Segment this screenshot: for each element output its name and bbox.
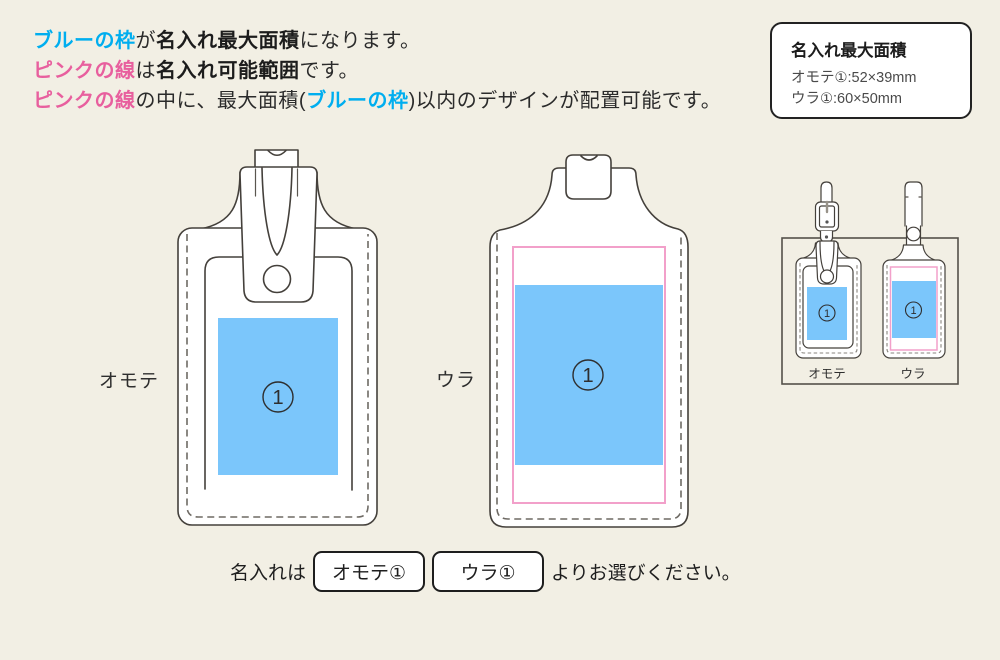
- mini-back-print-range: [889, 266, 938, 351]
- blue-frame-term: ブルーの枠: [306, 90, 409, 112]
- choice-row: 名入れは オモテ① ウラ① よりお選びください。: [230, 551, 741, 592]
- front-choice-button[interactable]: オモテ①: [313, 551, 426, 592]
- mini-front-strap: [820, 181, 833, 203]
- back-print-area: [515, 285, 663, 465]
- info-box-front-size: オモテ①:52×39mm: [791, 70, 917, 86]
- front-tag-diagram: 1: [177, 149, 378, 526]
- back-strap-notch: [580, 155, 598, 161]
- intro-line-3: ピンクの線の中に、最大面積(ブルーの枠)以内のデザインが配置可能です。: [33, 90, 722, 112]
- mini-front-area-marker: 1: [818, 304, 836, 322]
- front-strap-notch: [267, 149, 287, 157]
- thumbnail-back: 1: [882, 181, 946, 359]
- choice-suffix: よりお選びください。: [551, 563, 741, 584]
- thumbnail-front: 1: [795, 181, 862, 359]
- front-snap-button: [262, 264, 292, 294]
- mini-back-print-area: [892, 281, 936, 338]
- back-print-range: [512, 246, 666, 504]
- front-strap-keeper: [239, 166, 318, 303]
- intro-line-1: ブルーの枠が名入れ最大面積になります。: [33, 30, 421, 52]
- max-area-info-box: 名入れ最大面積 オモテ①:52×39mm ウラ①:60×50mm: [770, 22, 972, 119]
- thumbnails-border: [781, 237, 959, 385]
- thumbnails-panel: 1 1: [781, 181, 959, 385]
- front-strap-end: [261, 167, 293, 256]
- mini-back-snap: [906, 226, 921, 242]
- pink-line-term: ピンクの線: [33, 90, 136, 112]
- thumbnail-front-label: オモテ: [808, 367, 846, 381]
- info-box-back-size: ウラ①:60×50mm: [791, 91, 902, 107]
- choice-prefix: 名入れは: [230, 563, 307, 584]
- mini-front-print-area: [807, 287, 847, 340]
- svg-text:1: 1: [272, 387, 283, 409]
- mini-front-snap: [819, 269, 835, 284]
- back-choice-button[interactable]: ウラ①: [432, 551, 545, 592]
- svg-text:1: 1: [582, 365, 593, 387]
- back-tag-diagram: 1: [489, 154, 689, 528]
- pink-line-term: ピンクの線: [33, 60, 136, 82]
- thumbnail-back-label: ウラ: [900, 367, 926, 381]
- back-stitch-line: [496, 233, 682, 520]
- blue-frame-term: ブルーの枠: [33, 30, 136, 52]
- front-stitch-line: [186, 234, 369, 518]
- svg-text:1: 1: [910, 305, 916, 317]
- info-box-title: 名入れ最大面積: [791, 42, 907, 60]
- svg-text:1: 1: [824, 308, 830, 320]
- back-tag-label: ウラ: [435, 370, 476, 391]
- front-area-marker: 1: [262, 381, 294, 413]
- intro-line-2: ピンクの線は名入れ可能範囲です。: [33, 60, 359, 82]
- back-area-marker: 1: [572, 359, 604, 391]
- front-tag-label: オモテ: [98, 371, 159, 392]
- back-strap-loop: [565, 154, 612, 200]
- intro-text: ブルーの枠が名入れ最大面積になります。 ピンクの線は名入れ可能範囲です。 ピンク…: [33, 26, 721, 116]
- mini-back-area-marker: 1: [904, 301, 923, 319]
- front-print-area: [218, 318, 338, 475]
- mini-back-strap: [904, 181, 923, 227]
